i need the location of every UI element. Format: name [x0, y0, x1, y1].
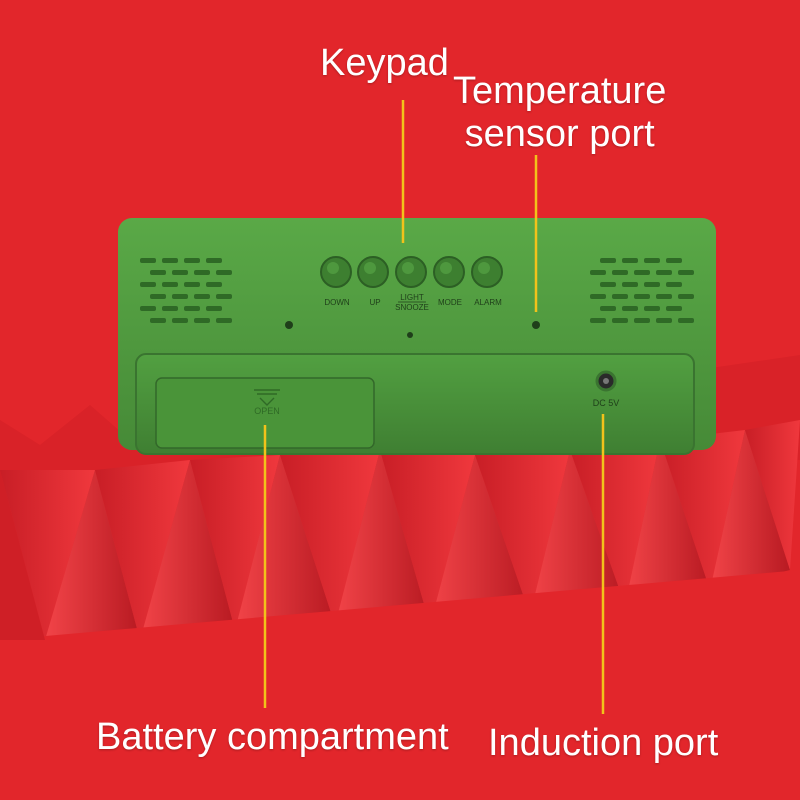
dc-label: DC 5V	[593, 398, 620, 408]
down-label: DOWN	[324, 298, 350, 307]
induction-port-callout: Induction port	[488, 722, 719, 764]
temperature-callout-line1: Temperature	[453, 70, 667, 112]
light-label: LIGHT	[400, 293, 424, 302]
temperature-sensor-callout: Temperature sensor port	[453, 70, 666, 155]
right-speaker-grille	[590, 258, 694, 323]
snooze-label: SNOOZE	[395, 303, 429, 312]
open-label: OPEN	[254, 406, 280, 416]
temperature-sensor-port	[532, 321, 540, 329]
keypad-callout: Keypad	[320, 42, 449, 84]
keypad	[320, 256, 503, 288]
left-hole	[285, 321, 293, 329]
left-speaker-grille	[140, 258, 232, 323]
alarm-label: ALARM	[474, 298, 502, 307]
temperature-callout-line2: sensor port	[464, 112, 655, 155]
open-arrow-icon	[254, 389, 280, 406]
clock-stand: OPEN DC 5V	[135, 353, 695, 455]
battery-compartment-callout: Battery compartment	[96, 716, 449, 758]
center-screw	[407, 332, 413, 338]
callout-lines	[263, 100, 605, 714]
folded-paper-fan	[0, 355, 800, 800]
up-label: UP	[369, 298, 380, 307]
mode-label: MODE	[438, 298, 462, 307]
